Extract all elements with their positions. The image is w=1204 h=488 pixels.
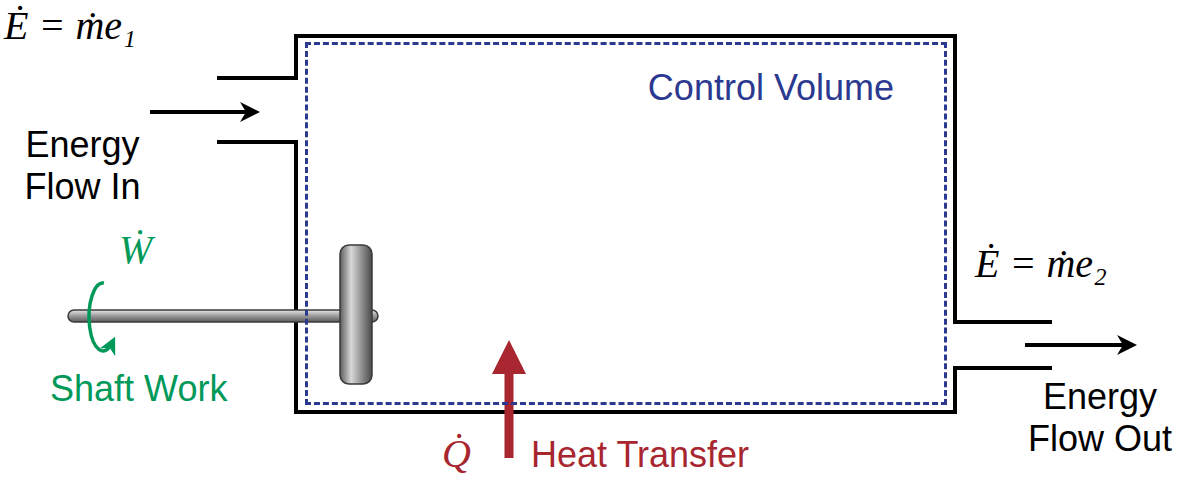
housing-wall xyxy=(217,36,1052,412)
energy-rate-in: Ė = ṁe₁ xyxy=(4,2,136,49)
inflow-arrow xyxy=(150,110,256,114)
work-rate-symbol: Ẇ xyxy=(119,226,152,273)
heat-arrow-head xyxy=(492,340,526,374)
energy-rate-out: Ė = ṁe₂ xyxy=(975,240,1107,287)
rotation-arrow xyxy=(89,283,112,351)
heat-transfer-label: Heat Transfer xyxy=(531,434,749,476)
control-volume-label: Control Volume xyxy=(648,67,894,109)
heat-arrow-shaft xyxy=(505,372,514,458)
outflow-label: Energy Flow Out xyxy=(1008,376,1192,461)
shaft xyxy=(68,310,378,322)
shaft-work-label: Shaft Work xyxy=(50,368,227,410)
outflow-arrow xyxy=(1025,343,1133,347)
inflow-label: Energy Flow In xyxy=(0,124,165,209)
paddle xyxy=(340,245,372,384)
heat-rate-symbol: Q̇ xyxy=(442,430,471,477)
control-volume-boundary: Control Volume xyxy=(305,42,947,405)
